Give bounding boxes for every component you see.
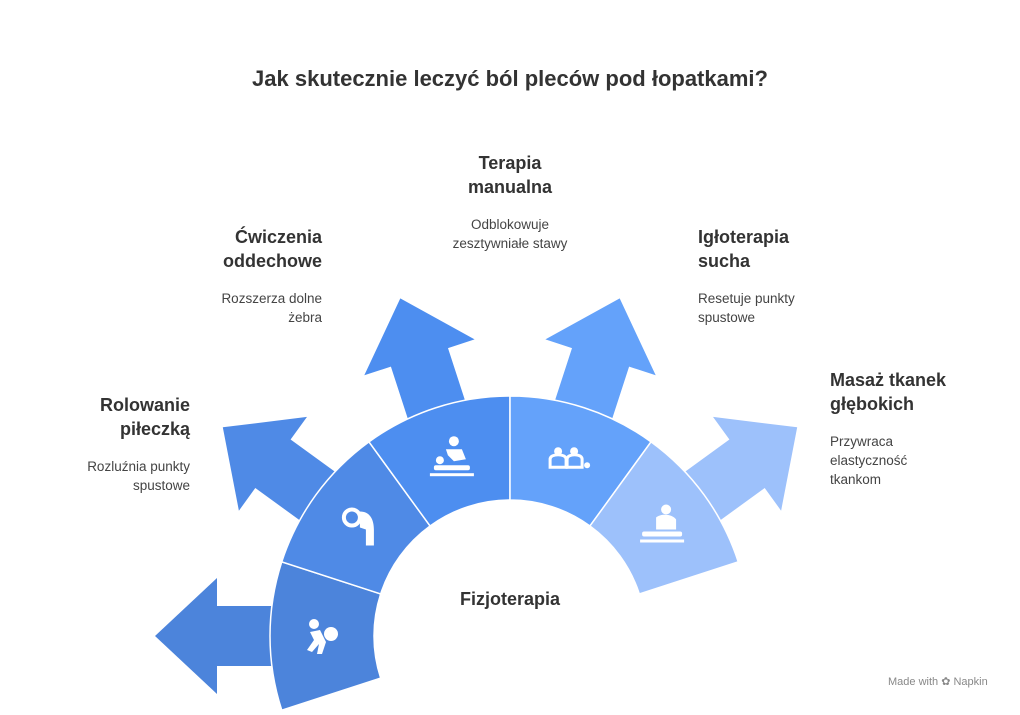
center-label: Fizjoterapia — [459, 589, 561, 609]
page-title: Jak skutecznie leczyć ból pleców pod łop… — [252, 66, 768, 91]
person-ball-icon — [307, 619, 338, 654]
made-with-badge[interactable]: Made with ✿ Napkin — [888, 676, 988, 688]
stretching-person-icon — [341, 507, 374, 546]
massage-icon — [640, 504, 685, 543]
acupuncture-icon — [548, 447, 591, 469]
napkin-logo-icon: ✿ — [941, 676, 951, 688]
manual-therapy-icon — [429, 436, 474, 477]
